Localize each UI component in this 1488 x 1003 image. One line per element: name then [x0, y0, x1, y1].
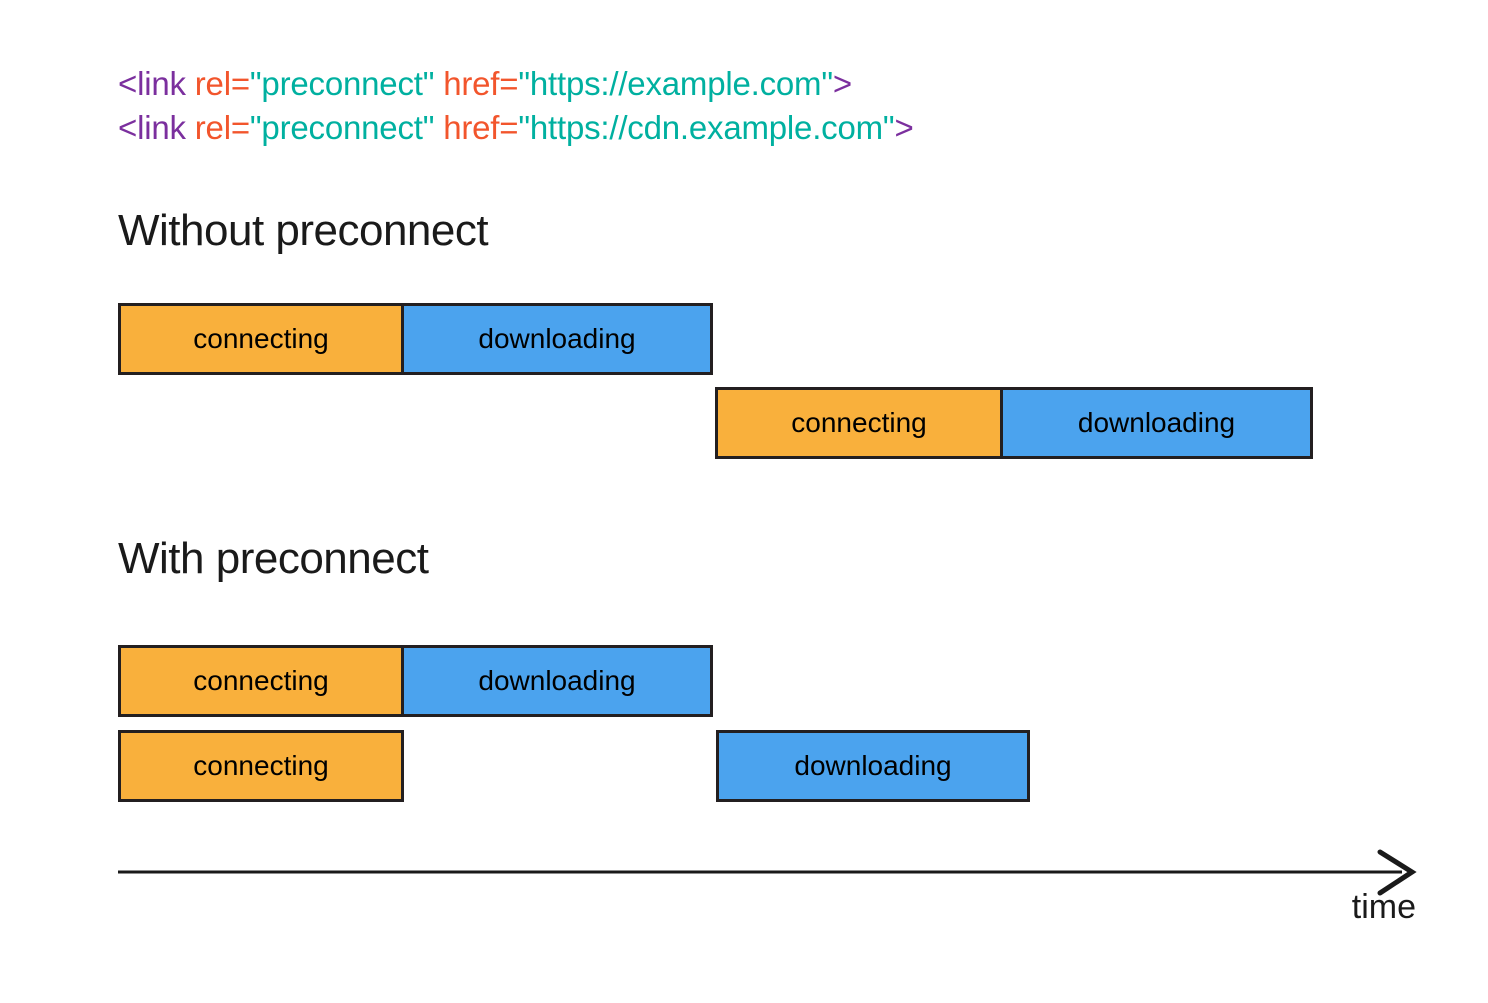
timeline-row: connecting downloading [715, 387, 1313, 459]
timeline-segment-downloading: downloading [401, 303, 713, 375]
timeline-row: connecting downloading [118, 645, 713, 717]
code-token-attr-href: href= [434, 65, 519, 102]
timeline-gap [404, 730, 716, 802]
code-snippet: <link rel="preconnect" href="https://exa… [118, 62, 914, 150]
timeline-segment-downloading: downloading [1000, 387, 1313, 459]
timeline-segment-downloading: downloading [716, 730, 1030, 802]
code-token-tag-open: <link [118, 65, 186, 102]
timeline-segment-downloading: downloading [401, 645, 713, 717]
code-token-tag-open: <link [118, 109, 186, 146]
timeline-segment-label: downloading [478, 323, 636, 354]
code-token-value-rel: "preconnect" [249, 65, 435, 102]
timeline-segment-connecting: connecting [118, 303, 404, 375]
timeline-segment-connecting: connecting [118, 730, 404, 802]
time-axis-arrow-icon [118, 849, 1417, 896]
timeline-segment-label: connecting [193, 750, 329, 781]
code-token-attr-rel: rel= [185, 65, 250, 102]
timeline-segment-connecting: connecting [118, 645, 404, 717]
time-axis [112, 846, 1432, 906]
code-token-value-rel: "preconnect" [249, 109, 435, 146]
timeline-segment-label: downloading [478, 665, 636, 696]
code-token-attr-href: href= [434, 109, 519, 146]
timeline-segment-connecting: connecting [715, 387, 1003, 459]
timeline-row: connecting downloading [118, 730, 1030, 802]
code-token-attr-rel: rel= [185, 109, 250, 146]
code-token-tag-close: > [832, 65, 852, 102]
timeline-row: connecting downloading [118, 303, 713, 375]
code-token-value-href: "https://example.com" [518, 65, 833, 102]
timeline-segment-label: downloading [1077, 407, 1236, 438]
timeline-segment-label: downloading [794, 750, 952, 781]
code-token-value-href: "https://cdn.example.com" [518, 109, 895, 146]
timeline-segment-label: connecting [791, 407, 927, 438]
code-line: <link rel="preconnect" href="https://cdn… [118, 106, 914, 150]
timeline-segment-label: connecting [193, 323, 329, 354]
section-heading-with-preconnect: With preconnect [118, 534, 429, 583]
code-token-tag-close: > [894, 109, 914, 146]
timeline-segment-label: connecting [193, 665, 329, 696]
code-line: <link rel="preconnect" href="https://exa… [118, 62, 914, 106]
time-axis-label: time [1351, 888, 1416, 926]
section-heading-without-preconnect: Without preconnect [118, 206, 489, 255]
